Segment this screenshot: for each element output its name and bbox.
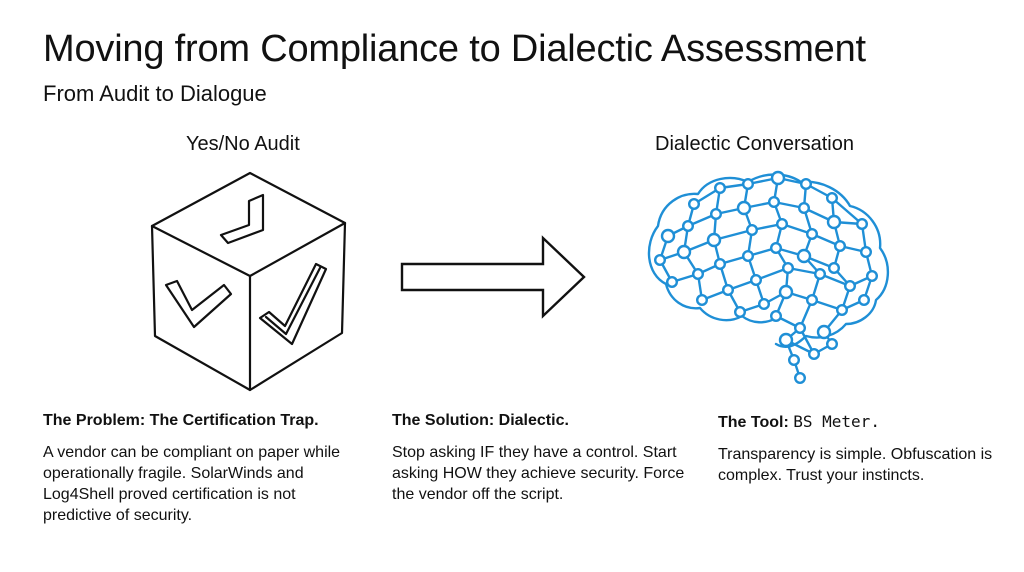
brain-node [805, 293, 818, 306]
brain-node [827, 261, 840, 274]
brain-node [796, 248, 812, 264]
brain-node [835, 303, 848, 316]
brain-node [713, 182, 726, 195]
brain-node [843, 279, 856, 292]
brain-node [733, 305, 746, 318]
tool-heading: The Tool: BS Meter. [718, 412, 998, 432]
brain-node [865, 269, 878, 282]
brain-node [805, 227, 818, 240]
brain-node [793, 371, 806, 384]
brain-node [781, 261, 794, 274]
brain-node [770, 170, 786, 186]
brain-node [696, 293, 709, 306]
brain-node [797, 202, 810, 215]
brain-node [660, 228, 676, 244]
brain-node [749, 273, 762, 286]
brain-node [769, 241, 782, 254]
tool-column: The Tool: BS Meter. Transparency is simp… [718, 412, 998, 486]
brain-node [757, 297, 770, 310]
problem-column: The Problem: The Certification Trap. A v… [43, 412, 363, 526]
brain-node [793, 321, 806, 334]
brain-outline [647, 173, 889, 348]
brain-node [855, 218, 868, 231]
brain-node [692, 267, 705, 280]
right-arrow-icon [400, 235, 586, 319]
checkbox-cube-icon [150, 171, 347, 392]
brain-node [813, 267, 826, 280]
brain-node [709, 208, 722, 221]
brain-node [826, 214, 842, 230]
brain-node [833, 239, 846, 252]
brain-node [825, 192, 838, 205]
tool-heading-mono: BS Meter. [793, 412, 880, 431]
brain-node [778, 332, 794, 348]
brain-node [713, 257, 726, 270]
brain-node [706, 232, 722, 248]
brain-node [769, 309, 782, 322]
solution-body: Stop asking IF they have a control. Star… [392, 444, 685, 503]
brain-node [778, 284, 794, 300]
brain-node [767, 196, 780, 209]
right-check-icon [258, 262, 328, 346]
brain-node [787, 353, 800, 366]
slide-title: Moving from Compliance to Dialectic Asse… [43, 28, 866, 70]
solution-heading: The Solution: Dialectic. [392, 412, 569, 429]
brain-node [741, 177, 754, 191]
brain-node [666, 275, 679, 288]
brain-network-icon [647, 170, 889, 384]
problem-heading: The Problem: The Certification Trap. [43, 412, 319, 429]
top-check-icon [219, 193, 265, 245]
brain-label: Dialectic Conversation [655, 133, 854, 155]
brain-node [682, 220, 695, 233]
brain-node [654, 253, 667, 266]
problem-body: A vendor can be compliant on paper while… [43, 444, 341, 524]
solution-column: The Solution: Dialectic. Stop asking IF … [392, 412, 692, 505]
cube-label: Yes/No Audit [186, 133, 300, 155]
brain-node [799, 177, 812, 191]
brain-node [775, 218, 788, 231]
brain-lower-outline [664, 282, 778, 324]
tool-body: Transparency is simple. Obfuscation is c… [718, 446, 993, 484]
brain-node [816, 324, 832, 340]
brain-node [676, 244, 692, 260]
brain-node [688, 198, 701, 211]
brain-node [807, 347, 820, 360]
brain-node [857, 293, 870, 306]
brain-node [741, 249, 754, 262]
brain-node [721, 283, 734, 296]
brain-node [736, 200, 752, 216]
slide-subtitle: From Audit to Dialogue [43, 81, 267, 106]
tool-heading-prefix: The Tool: [718, 414, 794, 431]
brain-node [745, 224, 758, 237]
left-check-icon [164, 279, 233, 329]
brain-node [859, 245, 872, 258]
brain-node [825, 337, 838, 350]
brain-connection [830, 196, 864, 226]
